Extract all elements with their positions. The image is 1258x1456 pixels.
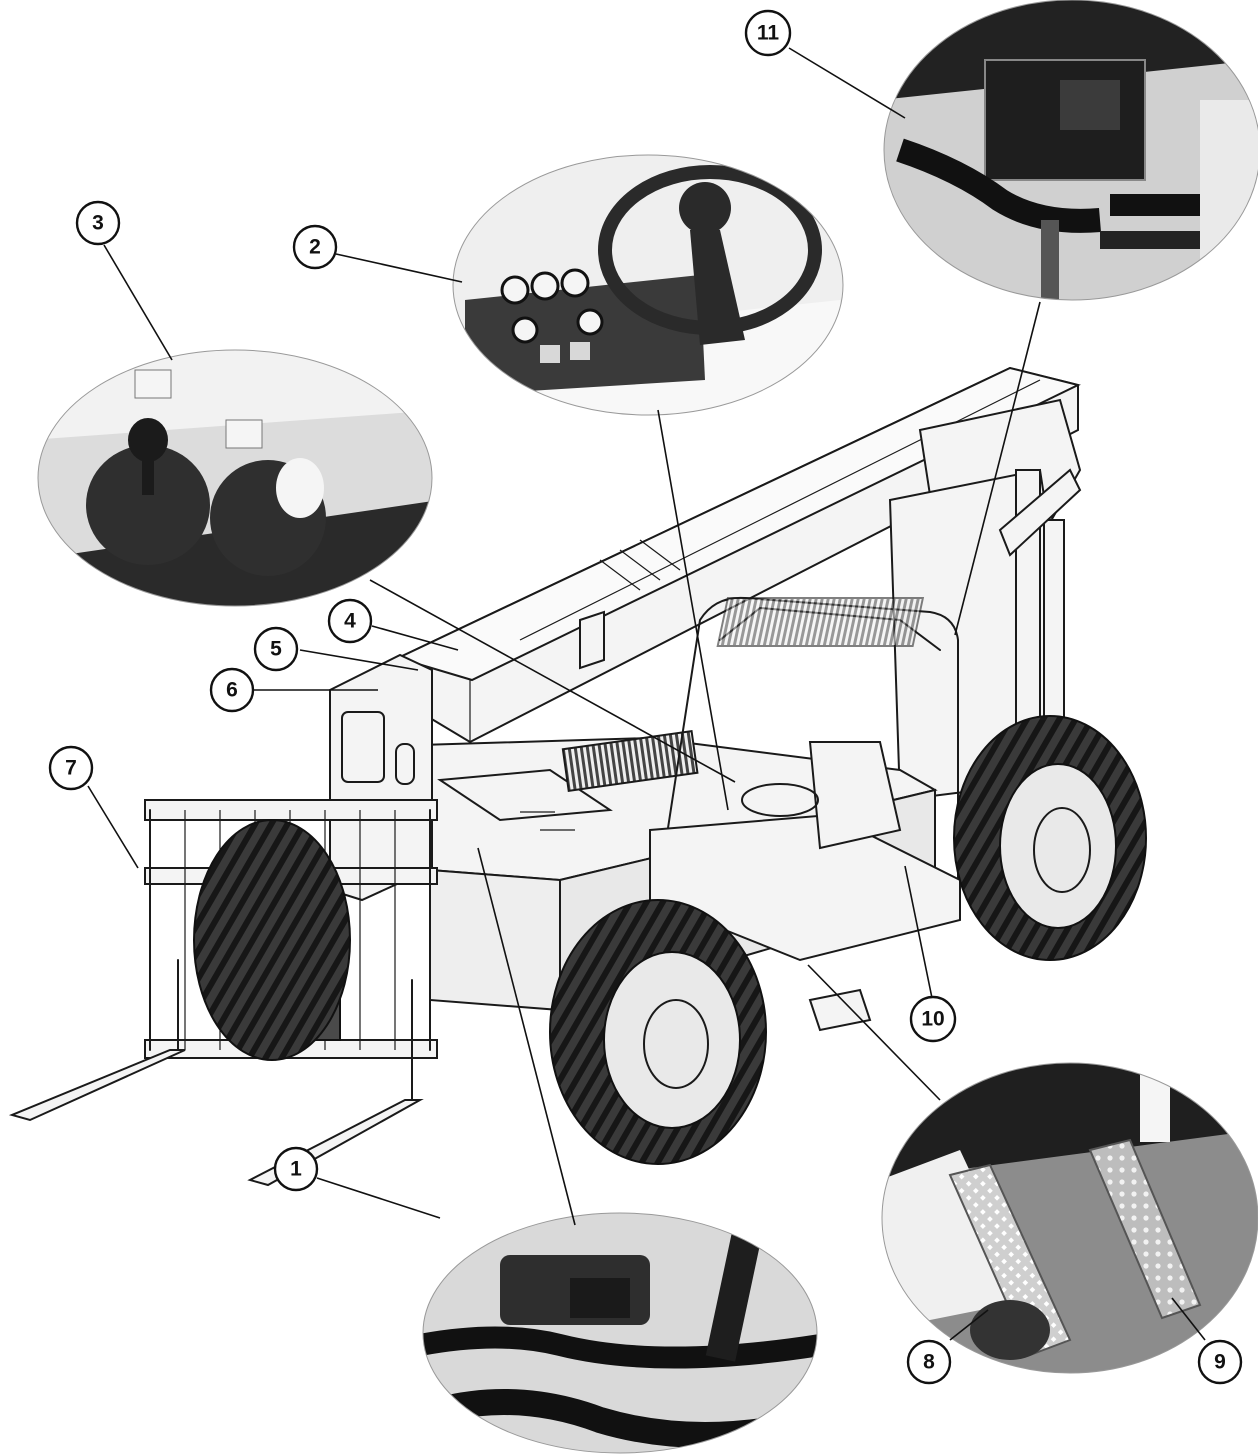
callout-7: 7 xyxy=(48,745,94,791)
leader-89-to-machine xyxy=(807,964,941,1101)
callout-11: 11 xyxy=(744,9,792,57)
callout-2-label: 2 xyxy=(309,236,321,259)
leader-1-to-machine xyxy=(477,847,576,1226)
operator-cab xyxy=(649,596,961,962)
leader-1 xyxy=(316,1177,441,1219)
callout-9: 9 xyxy=(1197,1339,1243,1385)
callout-5: 5 xyxy=(253,626,299,672)
leader-4 xyxy=(371,625,459,651)
boom-head xyxy=(329,653,433,902)
callouts: 1 2 3 4 5 6 7 8 xyxy=(48,9,1243,1385)
leader-8 xyxy=(949,1309,989,1341)
telehandler-machine xyxy=(8,366,1147,1187)
callout-8: 8 xyxy=(906,1339,952,1385)
leader-2-to-machine xyxy=(657,409,729,811)
callout-4: 4 xyxy=(327,598,373,644)
leader-3 xyxy=(103,244,173,361)
callout-5-label: 5 xyxy=(270,638,282,661)
callout-4-label: 4 xyxy=(344,610,356,633)
leader-5 xyxy=(299,649,419,671)
cab-step xyxy=(808,988,872,1032)
callout-6-label: 6 xyxy=(226,679,238,702)
leader-lines xyxy=(87,47,1206,1341)
callout-11-label: 11 xyxy=(757,22,780,45)
inset-joystick-controls xyxy=(37,349,433,607)
front-right-tire xyxy=(549,899,767,1165)
rear-right-tire xyxy=(953,715,1147,961)
front-left-tire xyxy=(193,819,351,1061)
callout-10-label: 10 xyxy=(921,1008,944,1031)
callout-6: 6 xyxy=(209,667,255,713)
callout-7-label: 7 xyxy=(65,757,77,780)
steering-wheel xyxy=(741,783,819,817)
inset-hydraulic-valve xyxy=(883,0,1258,301)
callout-1: 1 xyxy=(273,1146,319,1192)
engine-grille xyxy=(561,730,699,792)
leader-11 xyxy=(788,47,906,119)
callout-9-label: 9 xyxy=(1214,1351,1226,1374)
leader-9 xyxy=(1171,1297,1206,1341)
leader-3-to-machine xyxy=(369,579,736,783)
leader-2 xyxy=(335,253,463,283)
callout-2: 2 xyxy=(292,224,338,270)
inset-hydraulic-components xyxy=(422,1212,818,1454)
inset-pedals xyxy=(881,1062,1258,1374)
boom-pivot xyxy=(888,468,1082,802)
leader-7 xyxy=(87,785,139,869)
inset-instrument-panel xyxy=(452,154,844,416)
callout-1-label: 1 xyxy=(290,1158,302,1181)
callout-3-label: 3 xyxy=(92,212,104,235)
leader-11-to-machine xyxy=(954,301,1041,636)
callout-10: 10 xyxy=(909,995,957,1043)
leader-10 xyxy=(904,865,933,999)
callout-3: 3 xyxy=(75,200,121,246)
callout-8-label: 8 xyxy=(923,1351,935,1374)
